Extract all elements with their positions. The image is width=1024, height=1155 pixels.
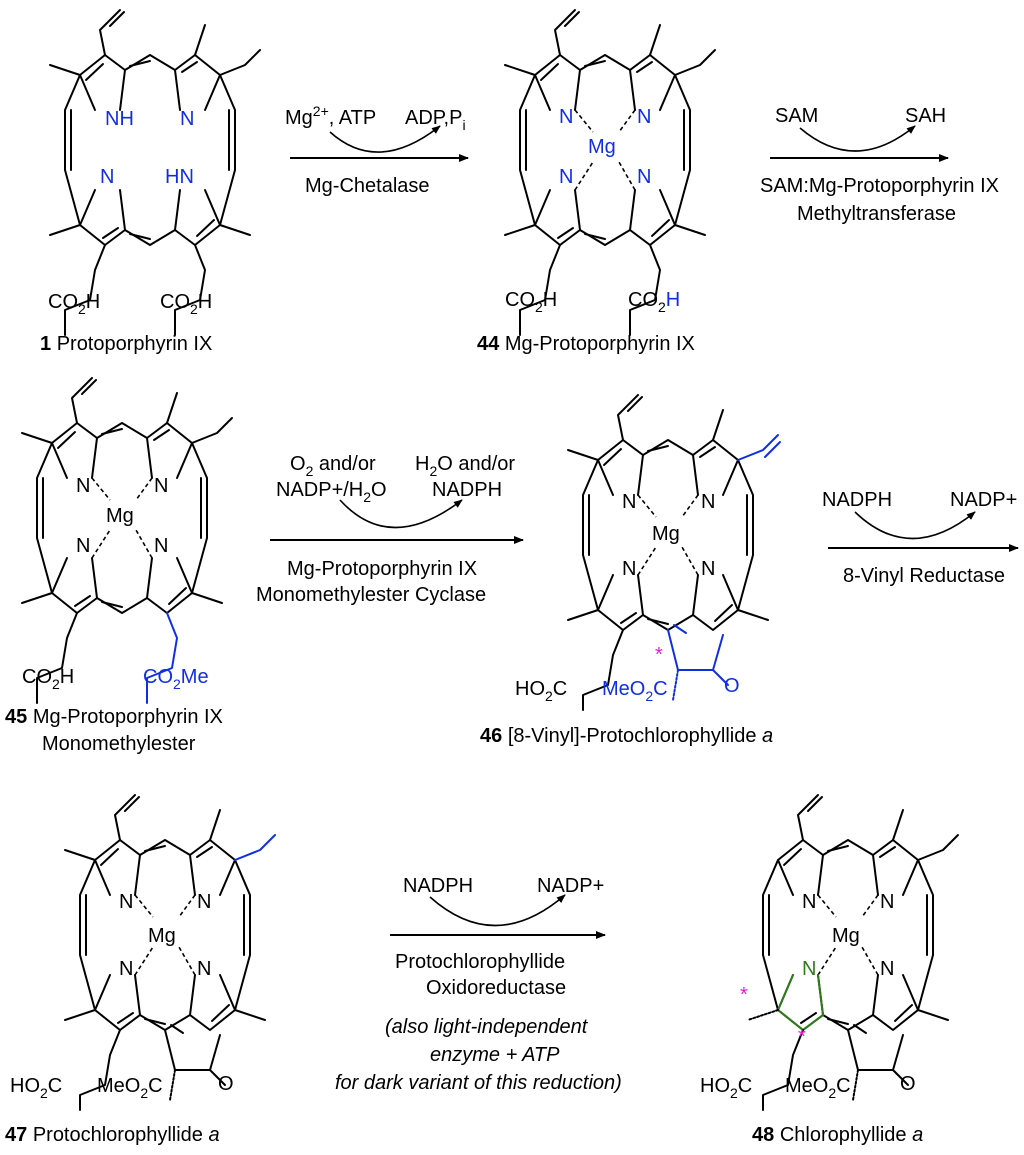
reaction-2-enzyme-line1: SAM:Mg-Protoporphyrin IX [760,175,999,197]
atom-Mg: Mg [106,505,134,527]
group-CO2H: CO2H [628,289,680,315]
atom-N: N [559,106,573,128]
atom-N: N [622,491,636,513]
atom-N: N [802,891,816,913]
group-CO2Me: CO2Me [143,666,209,692]
atom-N: N [154,535,168,557]
atom-N: N [637,106,651,128]
atom-Mg: Mg [588,136,616,158]
reaction-4 [828,511,1019,552]
reaction-3-output-line1: H2O and/or [415,453,515,479]
atom-N: N [880,958,894,980]
compound-45-structure [21,377,233,704]
atom-N: N [119,891,133,913]
reaction-2-input: SAM [775,105,818,127]
reaction-5-note-line1: (also light-independent [385,1016,589,1038]
reaction-1-enzyme: Mg-Chetalase [305,175,430,197]
reaction-2 [770,125,949,162]
reaction-4-input: NADPH [822,489,892,511]
group-CO2H: CO2H [160,291,212,317]
atom-N: N [76,535,90,557]
reaction-2-output: SAH [905,105,946,127]
compound-45-label: 45 Mg-Protoporphyrin IX [5,706,223,728]
atom-N: N [880,891,894,913]
group-MeO2C: MeO2C [602,678,668,704]
atom-N: N [180,108,194,130]
atom-N: N [119,958,133,980]
compound-1-structure [49,9,261,336]
atom-N: N [701,491,715,513]
atom-N: N [622,558,636,580]
atom-O: O [900,1073,916,1095]
compound-47-structure [64,794,276,1111]
reaction-5-note-line2: enzyme + ATP [430,1044,560,1066]
compound-44-structure [504,9,716,336]
reaction-3-output-line2: NADPH [432,479,502,501]
compound-48-structure [747,794,959,1111]
atom-N: N [701,558,715,580]
stereocenter-star: * [740,984,748,1006]
stereocenter-star: * [798,1026,806,1048]
atom-Mg: Mg [148,925,176,947]
reaction-3-input-line2: NADP+/H2O [276,479,387,505]
compound-44-label: 44 Mg-Protoporphyrin IX [477,333,695,355]
group-HO2C: HO2C [515,678,567,704]
reaction-5-output: NADP+ [537,875,604,897]
atom-O: O [724,675,740,697]
group-CO2H: CO2H [22,666,74,692]
atom-N: N [559,166,573,188]
atom-N: N [100,166,114,188]
compound-47-label: 47 Protochlorophyllide a [5,1124,220,1146]
atom-N: N [76,475,90,497]
reaction-5-enzyme-line2: Oxidoreductase [426,977,566,999]
compound-1-label: 1 Protoporphyrin IX [40,333,212,355]
compound-46-structure [567,394,781,711]
reaction-5-input: NADPH [403,875,473,897]
atom-N: N [197,958,211,980]
stereocenter-star: * [655,644,663,666]
group-HO2C: HO2C [10,1075,62,1101]
group-MeO2C: MeO2C [785,1075,851,1101]
group-HO2C: HO2C [700,1075,752,1101]
atom-N: N [637,166,651,188]
atom-N: N [197,891,211,913]
compound-48-label: 48 Chlorophyllide a [752,1124,923,1146]
reaction-4-enzyme: 8-Vinyl Reductase [843,565,1005,587]
reaction-5 [390,894,606,939]
reaction-1 [290,125,469,162]
atom-O: O [218,1073,234,1095]
atom-Mg: Mg [832,925,860,947]
reaction-4-output: NADP+ [950,489,1017,511]
group-CO2H: CO2H [505,289,557,315]
compound-45-label-line2: Monomethylester [42,733,196,755]
reaction-2-enzyme-line2: Methyltransferase [797,203,956,225]
atom-Mg: Mg [652,523,680,545]
group-CO2H: CO2H [48,291,100,317]
reaction-3-input-line1: O2 and/or [290,453,376,479]
reaction-5-enzyme-line1: Protochlorophyllide [395,951,565,973]
reaction-1-input: Mg2+, ATP [285,103,376,129]
compound-46-label: 46 [8-Vinyl]-Protochlorophyllide a [480,725,773,747]
reaction-5-note-line3: for dark variant of this reduction) [335,1072,622,1094]
atom-HN: HN [165,166,194,188]
atom-NH: NH [105,108,134,130]
atom-N: N [154,475,168,497]
reaction-1-output: ADP,Pi [405,107,466,133]
reaction-3-enzyme-line2: Monomethylester Cyclase [256,584,486,606]
atom-N: N [802,958,816,980]
reaction-3 [270,499,524,544]
reaction-3-enzyme-line1: Mg-Protoporphyrin IX [287,558,477,580]
group-MeO2C: MeO2C [97,1075,163,1101]
